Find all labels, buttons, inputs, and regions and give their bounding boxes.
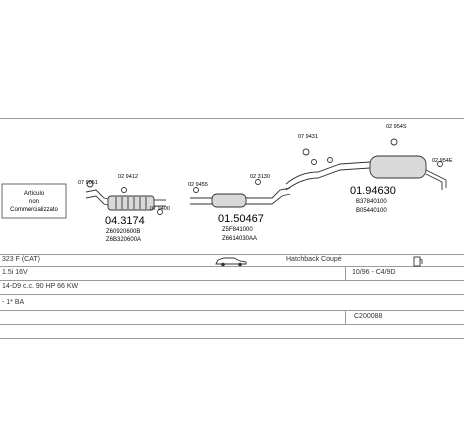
not-commercialized-note: Artículo non Commercializzato xyxy=(1,183,67,219)
top-rule xyxy=(0,118,464,119)
engine-cell: 1.5i 16V xyxy=(2,269,28,276)
info-rule-3 xyxy=(0,280,464,281)
body-type-cell: Hatchback Coupé xyxy=(286,256,342,263)
part-ref-1b: Z6B320600A xyxy=(106,237,141,243)
car-icon xyxy=(215,257,247,267)
fuel-pump-icon xyxy=(413,256,423,267)
part-ref-3b: B05440100 xyxy=(356,208,387,214)
info-rule-1 xyxy=(0,254,464,255)
part-number-2: 01.50467 xyxy=(218,213,264,225)
years-divider xyxy=(345,266,346,280)
model-cell: 323 F (CAT) xyxy=(2,256,40,263)
info-rule-6 xyxy=(0,324,464,325)
front-section xyxy=(85,180,166,215)
engine-code-cell: 14-D9 c.c. 90 HP 66 KW xyxy=(2,283,79,290)
code-label-1: 07 9051 xyxy=(78,180,98,186)
gearbox-cell: - 1* BA xyxy=(2,299,25,306)
note-line-1: Artículo xyxy=(24,191,45,197)
exhaust-diagram: Artículo non Commercializzato xyxy=(1,124,453,243)
note-line-2: non xyxy=(29,199,39,205)
code-divider xyxy=(345,310,346,324)
code-label-8: 02 954E xyxy=(432,158,453,164)
catalog-code-cell: C200088 xyxy=(354,313,383,320)
code-label-7: 02 954S xyxy=(386,124,407,130)
code-label-3: 07 9400 xyxy=(150,206,170,212)
middle-section xyxy=(190,179,291,208)
code-label-6: 07 9431 xyxy=(298,134,318,140)
info-rule-7 xyxy=(0,338,464,339)
code-label-5: 02 3130 xyxy=(250,174,270,180)
part-ref-1a: Z60920600B xyxy=(106,229,140,235)
part-number-3: 01.94630 xyxy=(350,185,396,197)
part-ref-3a: B37840100 xyxy=(356,199,387,205)
part-number-1: 04.3174 xyxy=(105,215,145,227)
info-rule-2 xyxy=(0,266,464,267)
note-line-3: Commercializzato xyxy=(10,207,58,213)
years-cell: 10/96 - C4/9D xyxy=(352,269,396,276)
part-ref-2b: Z6614030AA xyxy=(222,236,257,242)
info-rule-5 xyxy=(0,310,464,311)
rear-section xyxy=(285,138,447,191)
part-ref-2a: Z5F841000 xyxy=(222,227,253,233)
code-label-2: 02 9412 xyxy=(118,174,138,180)
info-rule-4 xyxy=(0,294,464,295)
code-label-4: 02 9455 xyxy=(188,182,208,188)
